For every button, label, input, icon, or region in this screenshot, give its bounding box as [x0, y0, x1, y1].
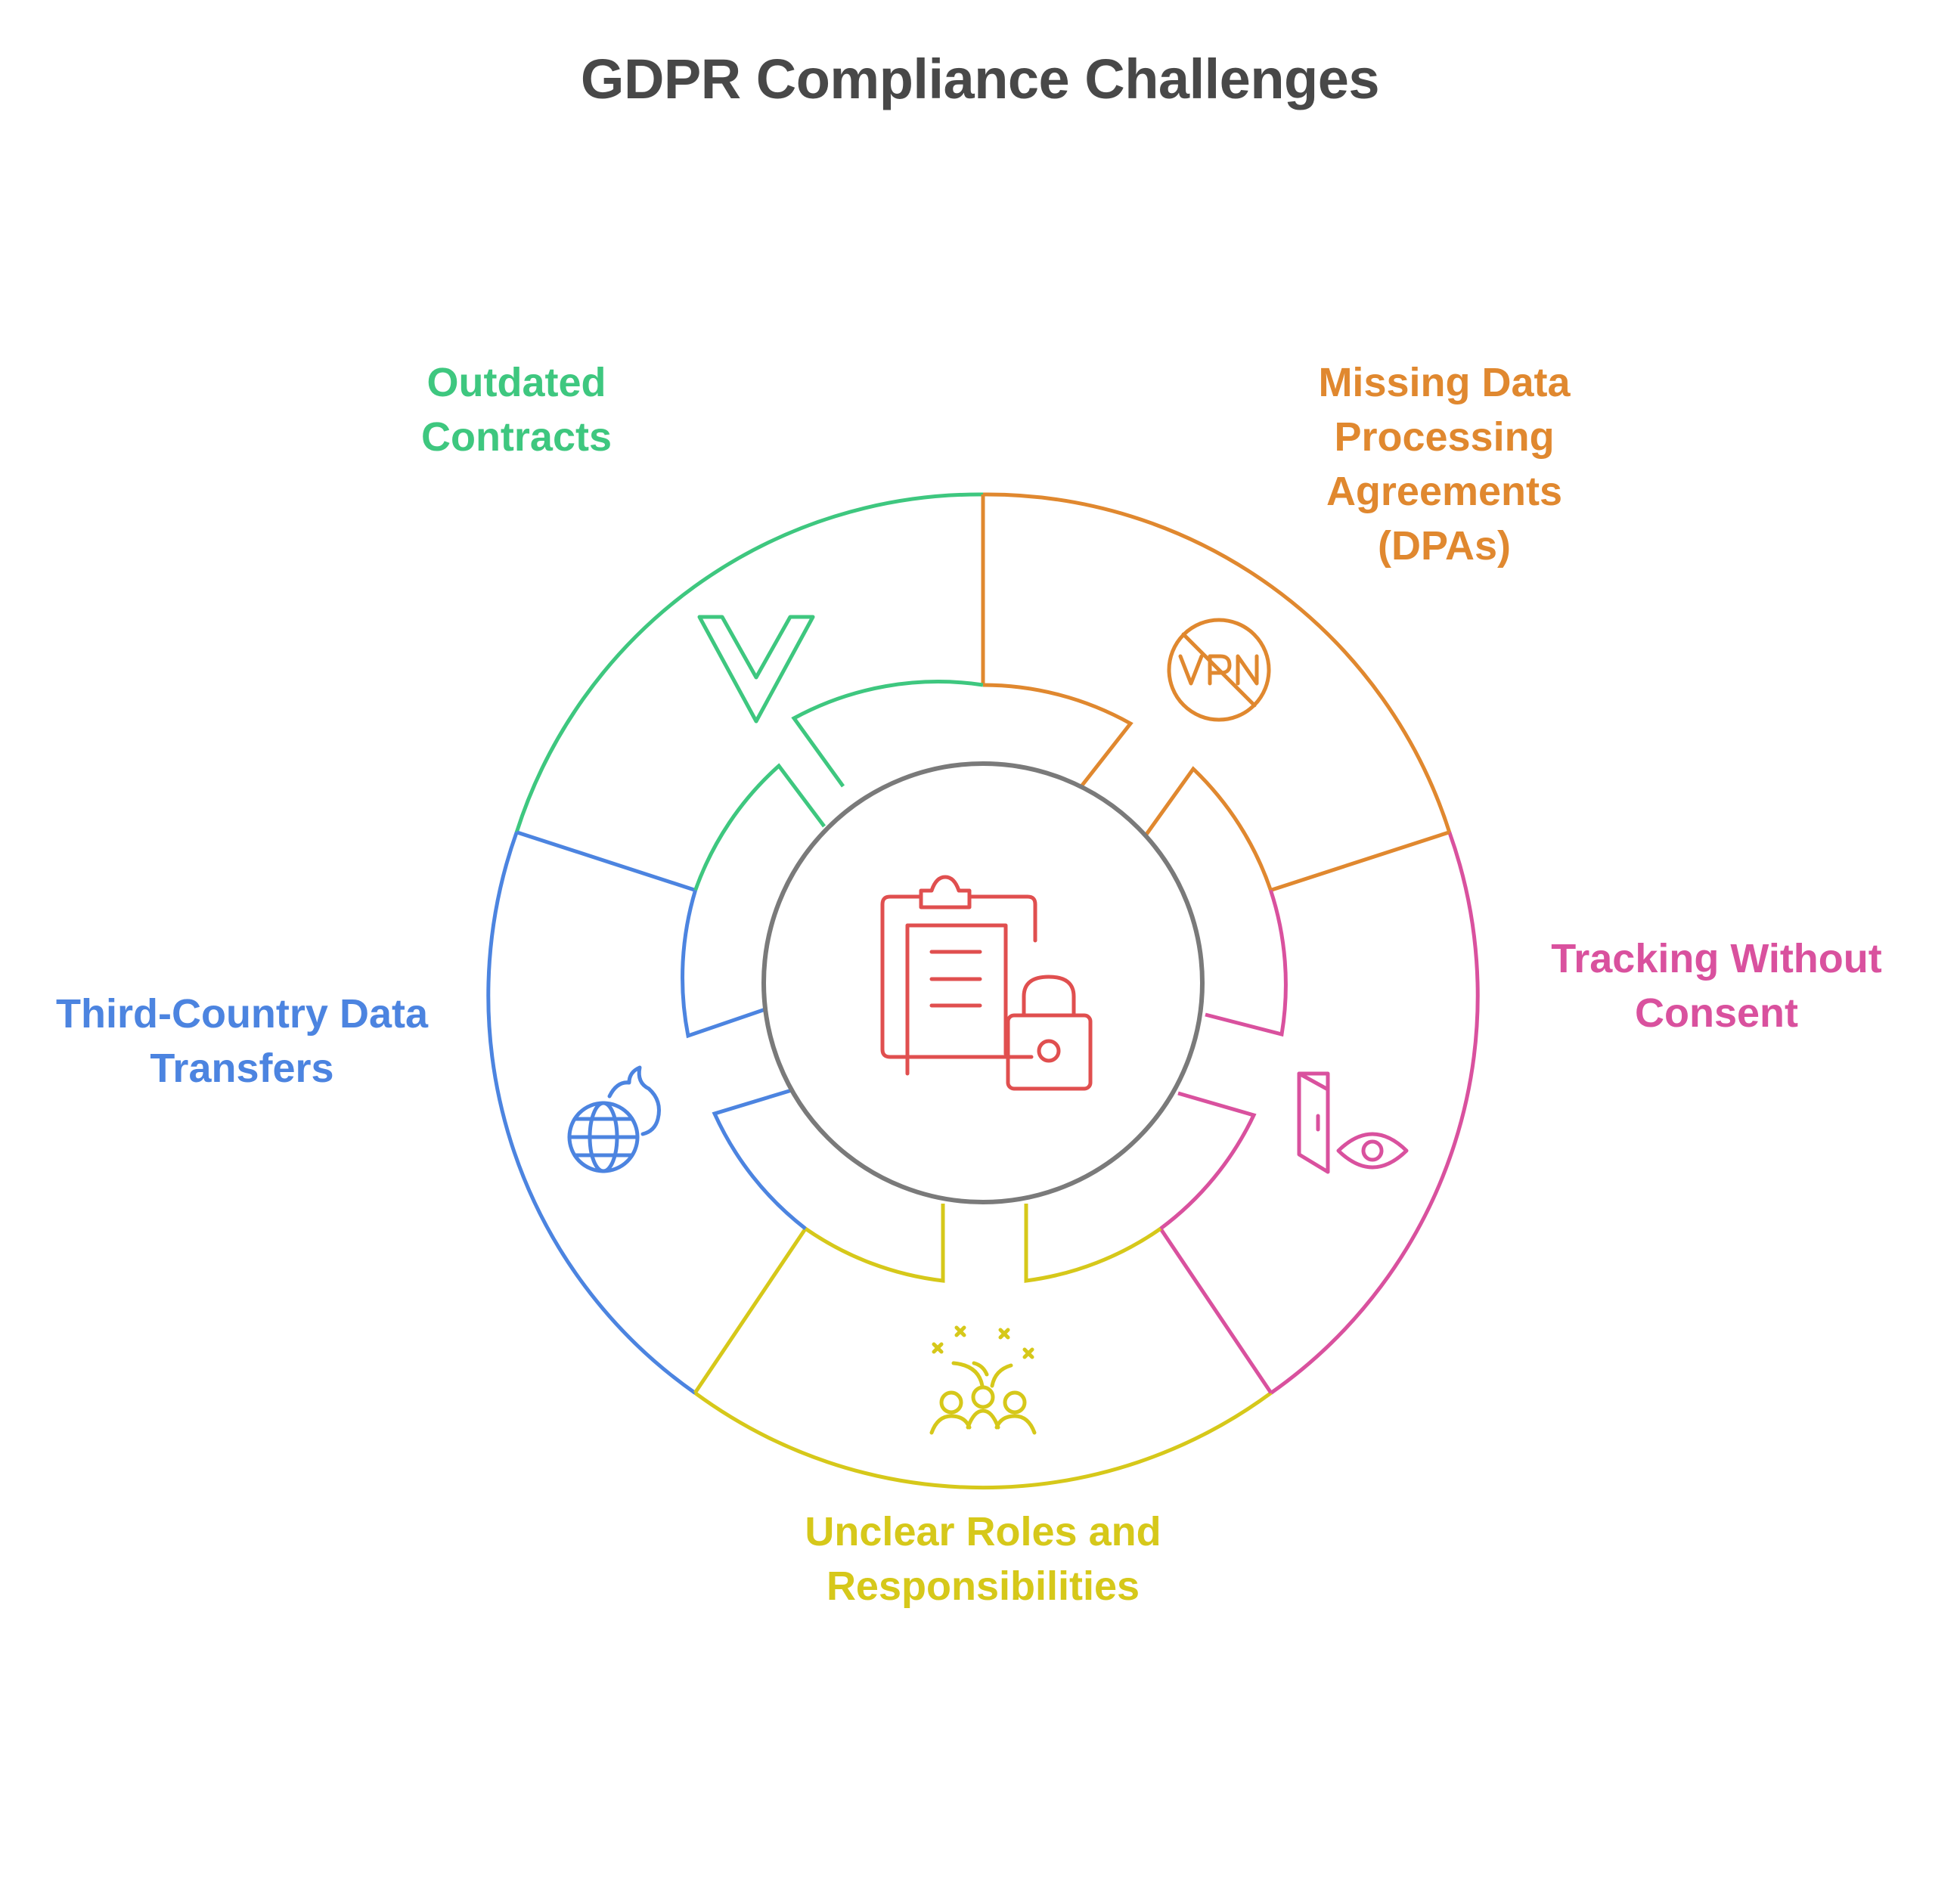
inner-band-outdated-contracts: [693, 680, 984, 891]
inner-band-unclear-roles: [804, 1204, 1162, 1283]
inner-band-missing-dpas: [982, 683, 1273, 891]
clipboard-lock-icon: [880, 875, 1093, 1091]
label-line: Processing: [1334, 414, 1555, 460]
inner-band-tracking-without-consent: [1159, 889, 1288, 1231]
label-line: Consent: [1635, 990, 1798, 1036]
inner-band-third-country-transfers: [681, 889, 807, 1231]
label-line: Agreements: [1326, 469, 1563, 514]
label-line: Tracking Without: [1551, 936, 1882, 981]
label-line: (DPAs): [1377, 523, 1511, 569]
vue-v-icon: [697, 615, 815, 724]
label-line: Outdated: [426, 360, 606, 405]
outer-arc-outdated-contracts: [514, 492, 984, 833]
outer-arc-tracking-without-consent: [1270, 831, 1480, 1395]
divider-bottom-left: [693, 1227, 808, 1394]
vpn-off-icon: [1167, 618, 1271, 722]
outer-arc-missing-dpas: [982, 492, 1452, 833]
label-line: Transfers: [150, 1046, 334, 1091]
divider-left: [516, 830, 696, 892]
label-line: Third-Country Data: [56, 991, 428, 1037]
page-title: GDPR Compliance Challenges: [580, 48, 1380, 110]
label-line: Missing Data: [1318, 360, 1571, 405]
globe-fire-icon: [567, 1065, 661, 1173]
outer-arc-unclear-roles: [693, 1391, 1273, 1490]
label-line: Contracts: [420, 414, 612, 460]
outer-arc-third-country-transfers: [486, 831, 696, 1395]
label-outdated-contracts: Outdated Contracts: [365, 355, 668, 464]
divider-right: [1270, 830, 1450, 892]
label-unclear-roles: Unclear Roles and Responsibilities: [752, 1505, 1214, 1613]
center-circle: [761, 761, 1205, 1204]
label-line: Unclear Roles and: [805, 1509, 1161, 1554]
divider-bottom-right: [1158, 1227, 1273, 1394]
label-tracking-without-consent: Tracking Without Consent: [1512, 931, 1921, 1040]
label-missing-dpas: Missing Data Processing Agreements (DPAs…: [1255, 355, 1633, 573]
label-third-country-transfers: Third-Country Data Transfers: [15, 987, 469, 1096]
label-line: Responsibilities: [826, 1563, 1140, 1609]
door-eye-icon: [1297, 1071, 1409, 1174]
team-celebration-icon: [929, 1325, 1037, 1435]
